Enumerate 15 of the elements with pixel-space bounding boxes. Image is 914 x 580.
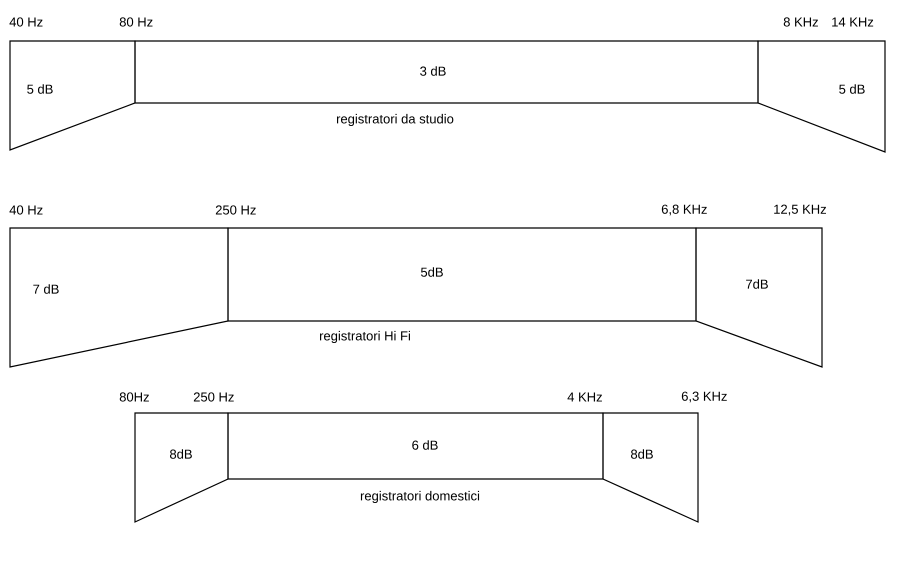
rectangle-box: 6 dB bbox=[227, 412, 604, 480]
frequency-label: 80Hz bbox=[120, 392, 149, 402]
frequency-label: 8 KHz bbox=[784, 17, 818, 27]
frequency-label: 80 Hz bbox=[120, 17, 152, 27]
rectangle-box: 3 dB bbox=[134, 40, 759, 104]
frequency-label: 12,5 KHz bbox=[774, 204, 826, 216]
frequency-label: 40 Hz bbox=[10, 205, 42, 215]
rectangle-box: 5dB bbox=[227, 227, 697, 322]
frequency-label: 4 KHz bbox=[568, 392, 602, 402]
frequency-label: 250 Hz bbox=[216, 205, 256, 215]
frequency-label: 40 Hz bbox=[10, 17, 42, 27]
frequency-label: 6,8 KHz bbox=[662, 204, 707, 216]
frequency-label: 6,3 KHz bbox=[682, 392, 727, 402]
frequency-label: 250 Hz bbox=[194, 392, 234, 402]
frequency-label: 14 KHz bbox=[832, 18, 874, 26]
